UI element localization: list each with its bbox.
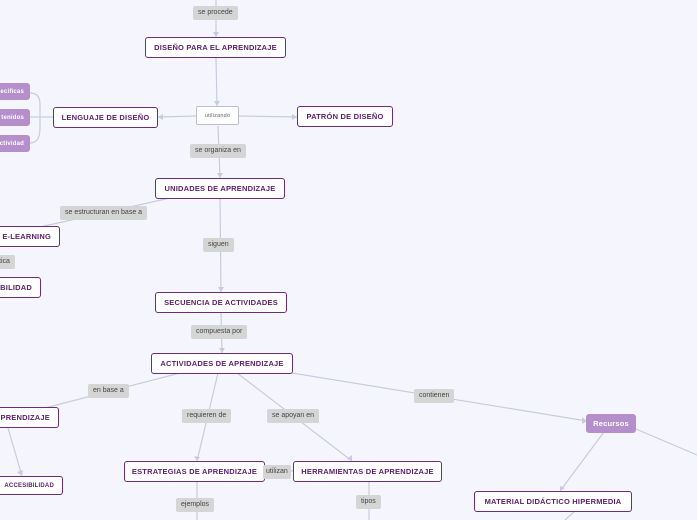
- node-secuencia-de-actividades[interactable]: SECUENCIA DE ACTIVIDADES: [155, 292, 287, 313]
- node-material-didactico-hipermedia[interactable]: MATERIAL DIDÁCTICO HIPERMEDIA: [474, 491, 632, 512]
- link-label-en-base-a: en base a: [88, 384, 129, 398]
- node-utilizando[interactable]: utilizando: [196, 106, 239, 125]
- link-label-contienen: contienen: [414, 389, 455, 403]
- node-unidades-de-aprendizaje[interactable]: UNIDADES DE APRENDIZAJE: [155, 178, 285, 199]
- node-lenguaje-de-diseno[interactable]: LENGUAJE DE DISEÑO: [53, 107, 158, 128]
- node-actividades-de-aprendizaje[interactable]: ACTIVIDADES DE APRENDIZAJE: [151, 353, 293, 374]
- link-label-se-procede: se procede: [193, 6, 238, 20]
- node-herramientas-de-aprendizaje[interactable]: HERRAMIENTAS DE APRENDIZAJE: [293, 461, 442, 482]
- link-label-tipos: tipos: [356, 495, 381, 509]
- link-label-tica: tica: [0, 255, 15, 269]
- node-patron-de-diseno[interactable]: PATRÓN DE DISEÑO: [297, 106, 393, 127]
- link-label-ejemplos: ejemplos: [176, 498, 215, 512]
- link-label-se-apoyan-en: se apoyan en: [267, 409, 320, 423]
- node-accesibilidad[interactable]: ACCESIBILIDAD: [0, 476, 63, 495]
- node-estrategias-de-aprendizaje[interactable]: ESTRATEGIAS DE APRENDIZAJE: [124, 461, 265, 482]
- link-label-requieren-de: requieren de: [182, 409, 232, 423]
- link-label-se-estructuran: se estructuran en base a: [60, 206, 148, 220]
- link-label-compuesta-por: compuesta por: [191, 325, 248, 339]
- node-e-learning[interactable]: E-LEARNING: [0, 226, 60, 247]
- link-label-siguen: siguen: [203, 238, 234, 252]
- link-label-se-organiza-en: se organiza en: [190, 144, 246, 158]
- node-diseno-para-el-aprendizaje[interactable]: DISEÑO PARA EL APRENDIZAJE: [145, 37, 286, 58]
- node-left-bot[interactable]: ctividad: [0, 135, 30, 152]
- node-left-mid[interactable]: tenidos: [0, 109, 30, 126]
- link-label-utilizan: utilizan: [263, 465, 291, 479]
- node-bilidad[interactable]: BILIDAD: [0, 277, 41, 298]
- node-left-top[interactable]: ecificas: [0, 83, 30, 100]
- node-recursos[interactable]: Recursos: [586, 414, 636, 433]
- node-aprendizaje-left[interactable]: APRENDIZAJE: [0, 407, 59, 428]
